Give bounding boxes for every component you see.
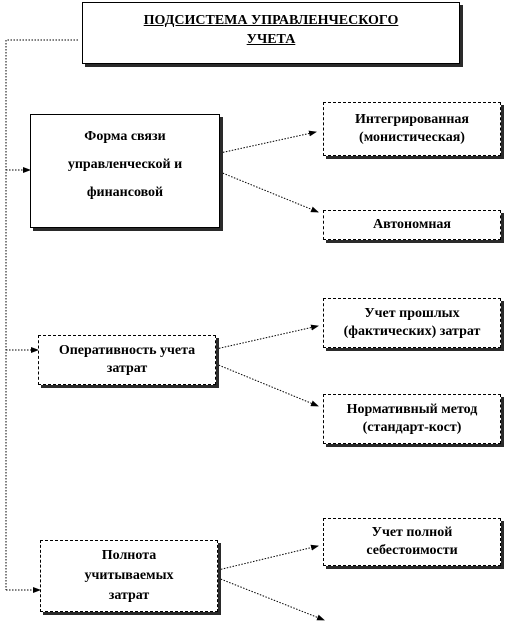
child-3-1-label: Учет полной себестоимости [366, 525, 458, 558]
arrow-g3-c2 [217, 577, 325, 621]
group-1-label-line3: финансовой [86, 185, 164, 200]
child-1-2-label: Автономная [373, 217, 451, 232]
group-node-2: Оперативность учета затрат [38, 335, 216, 385]
group-2-label: Оперативность учета затрат [58, 343, 196, 376]
child-node-1-1: Интегрированная (монистическая) [323, 102, 501, 156]
root-title-line1: ПОДСИСТЕМА УПРАВЛЕНЧЕСКОГО [143, 13, 399, 28]
arrow-g1-c2 [219, 171, 319, 213]
arrow-g3-c1 [217, 544, 319, 571]
arrow-g1-c1 [219, 130, 317, 154]
group-node-3: Полнота учитываемых затрат [40, 540, 218, 612]
child-node-2-2: Нормативный метод (стандарт-кост) [323, 394, 501, 444]
child-node-2-1: Учет прошлых (фактических) затрат [323, 298, 501, 348]
root-title-line2: УЧЕТА [246, 32, 296, 47]
child-2-2-label: Нормативный метод (стандарт-кост) [346, 402, 478, 435]
group-1-label-line1: Форма связи [84, 129, 166, 144]
arrow-g2-c2 [215, 363, 319, 407]
group-1-label-line2: управленческой и [67, 157, 183, 172]
arrow-g2-c1 [215, 324, 319, 350]
child-1-1-label: Интегрированная (монистическая) [355, 112, 469, 145]
group-node-1: Форма связи управленческой и финансовой [30, 114, 220, 228]
root-node: ПОДСИСТЕМА УПРАВЛЕНЧЕСКОГО УЧЕТА [82, 2, 460, 64]
group-3-label: Полнота учитываемых затрат [84, 548, 174, 603]
child-node-1-2: Автономная [323, 210, 501, 240]
child-2-1-label: Учет прошлых (фактических) затрат [343, 306, 481, 339]
child-node-3-1: Учет полной себестоимости [323, 518, 501, 566]
